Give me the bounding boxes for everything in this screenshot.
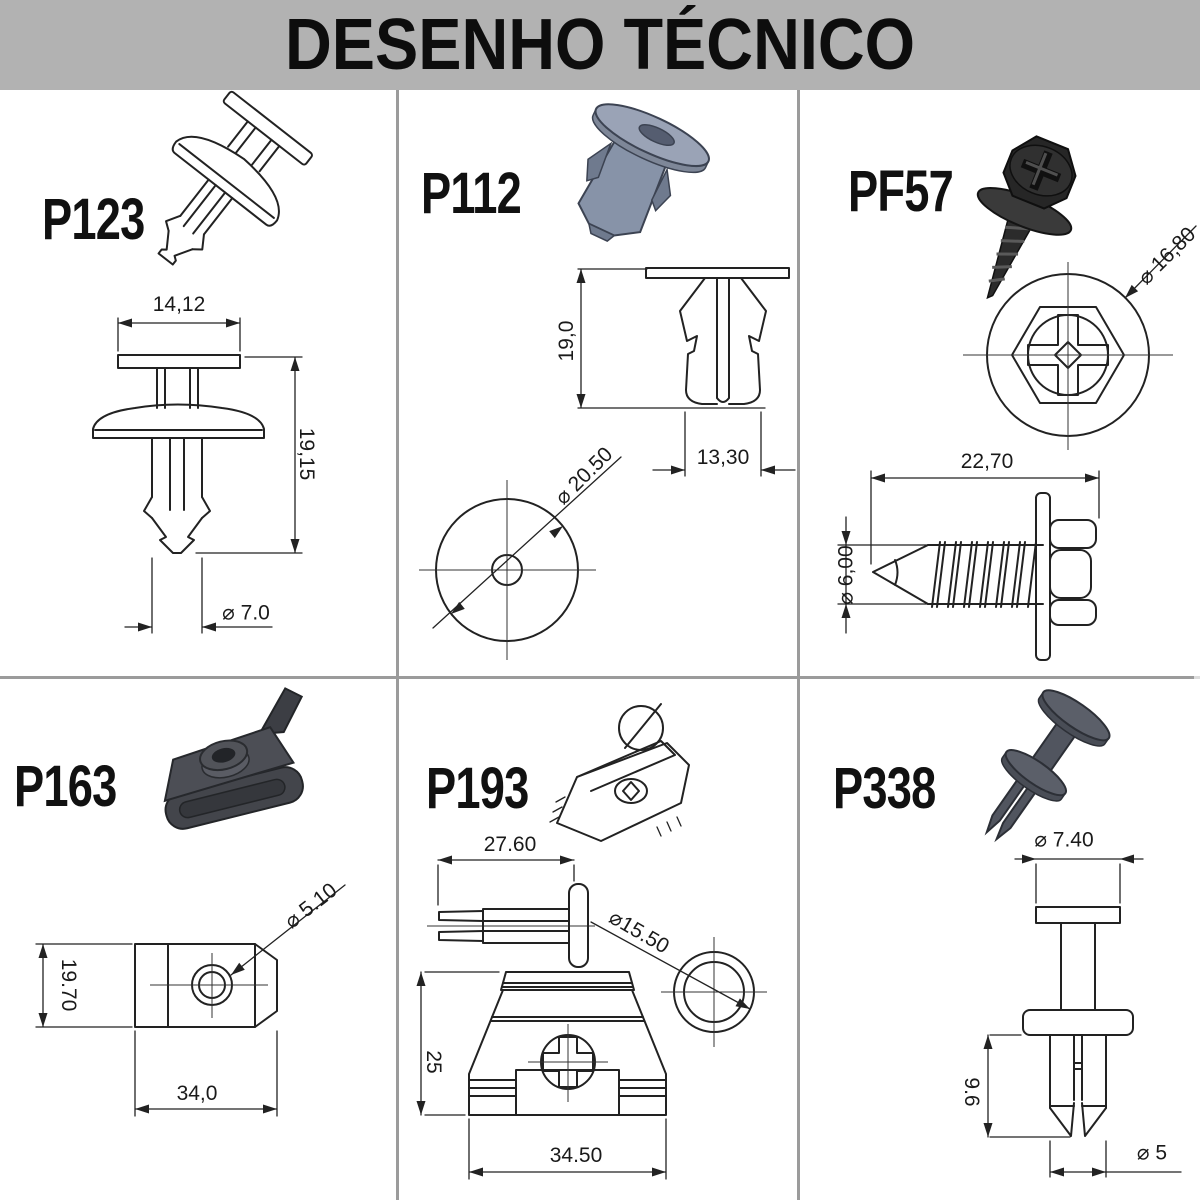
dim-head-diameter: ⌀ 7.40 <box>1034 828 1094 852</box>
grid-divider-horizontal <box>0 676 1200 679</box>
part-number: P123 <box>42 187 145 252</box>
dim-body-height: 25 <box>422 1050 445 1074</box>
grid-divider-vertical-1 <box>396 90 399 1200</box>
panel-pf57: PF57 ⌀ 16,80 22,70 ⌀ 6,00 <box>800 90 1200 676</box>
wedge-clip-3d-icon <box>549 703 690 842</box>
p112-technical-drawing <box>419 103 796 660</box>
title-band: DESENHO TÉCNICO <box>0 0 1200 90</box>
dim-pin-length: 27.60 <box>483 833 537 856</box>
p163-dimension-lines <box>35 884 346 1117</box>
pf57-top-view <box>963 225 1197 450</box>
dim-length: 22,70 <box>960 450 1014 473</box>
p123-technical-drawing <box>92 90 313 634</box>
dim-head-width: 14,12 <box>152 293 206 316</box>
p338-dimension-lines <box>983 854 1182 1178</box>
p193-ring-view <box>590 921 767 1047</box>
part-number: P338 <box>833 756 936 821</box>
dim-leg-length: 9.6 <box>960 1077 983 1107</box>
p338-technical-drawing <box>983 689 1182 1178</box>
panel-p112: P112 19,0 13,30 ⌀ 20.50 <box>399 90 797 676</box>
p163-technical-drawing <box>35 687 346 1117</box>
dim-stem-diameter: ⌀ 7.0 <box>222 601 270 625</box>
part-number: P163 <box>14 754 117 819</box>
screw-grommet-3d-icon <box>577 103 710 242</box>
push-pin-rivet-3d-icon <box>157 90 313 266</box>
dim-total-height: 19,15 <box>295 427 318 481</box>
panel-p163: P163 ⌀ 5.10 19.70 34,0 <box>0 679 396 1200</box>
page-title: DESENHO TÉCNICO <box>284 5 916 85</box>
hex-washer-screw-3d-icon <box>976 135 1077 300</box>
dim-shank-diameter: ⌀ 5 <box>1136 1141 1168 1165</box>
panel-p123: P123 14,12 19,15 ⌀ 7.0 <box>0 90 396 676</box>
dim-body-width: 13,30 <box>696 446 750 469</box>
p112-top-view <box>419 456 622 660</box>
p338-front-view <box>1022 906 1134 1137</box>
p193-dimension-lines <box>416 855 667 1180</box>
p112-dimension-lines <box>576 268 796 477</box>
dim-height: 19,0 <box>555 320 578 362</box>
pf57-side-view <box>872 492 1097 661</box>
grid-divider-vertical-2 <box>797 90 800 1200</box>
p112-side-view <box>645 267 790 405</box>
dim-thread-diameter: ⌀ 6,00 <box>834 545 858 605</box>
dim-height: 19.70 <box>57 958 80 1012</box>
pf57-technical-drawing <box>837 135 1197 661</box>
panel-p338: P338 ⌀ 7.40 9.6 ⌀ 5 <box>800 679 1200 1200</box>
dim-width: 34,0 <box>176 1082 218 1105</box>
p123-dimension-lines <box>117 317 303 634</box>
p193-body-front-view <box>468 971 667 1116</box>
part-number: P112 <box>421 161 522 226</box>
p123-front-view <box>92 354 265 554</box>
push-rivet-3d-icon <box>984 689 1111 843</box>
p163-plan-view <box>134 943 278 1028</box>
p193-pin-side-view <box>427 883 595 968</box>
p193-technical-drawing <box>416 703 767 1180</box>
part-number: P193 <box>426 756 529 821</box>
pf57-dimension-lines <box>837 470 1100 634</box>
u-nut-clip-3d-icon <box>163 687 304 830</box>
dim-body-width: 34.50 <box>549 1144 603 1167</box>
panel-p193: P193 27.60 ⌀15.50 25 34.50 <box>399 679 797 1200</box>
part-number: PF57 <box>848 159 954 224</box>
